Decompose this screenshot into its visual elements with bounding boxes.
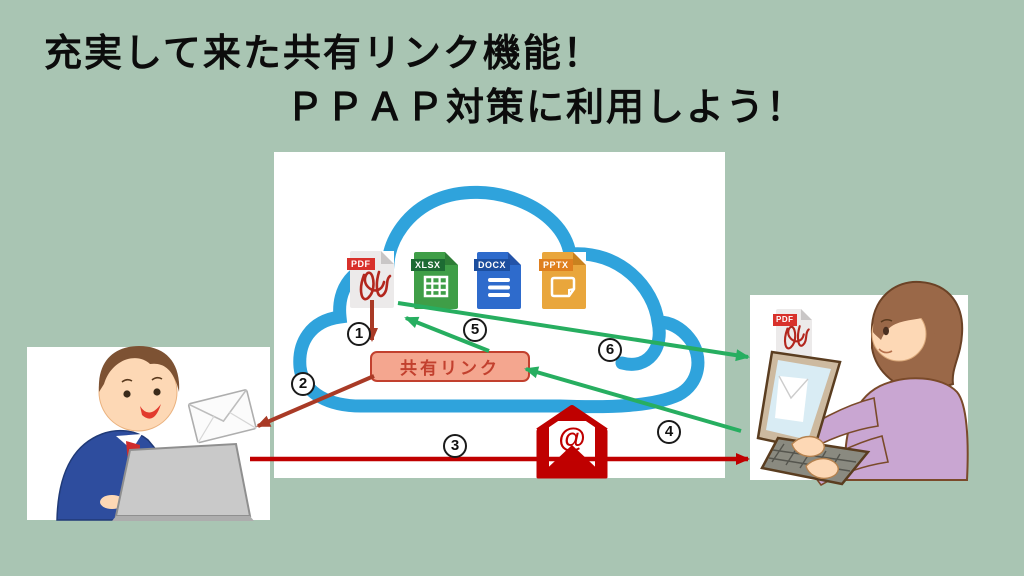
pdf-fold-corner (381, 251, 394, 264)
sender-eyebrows (121, 376, 163, 383)
xlsx-fold-corner (445, 252, 458, 265)
docx-file-icon: DOCX (474, 252, 521, 309)
cloud-storage-panel (274, 152, 725, 478)
pptx-file-icon: PPTX (539, 252, 586, 309)
docx-fold-corner (508, 252, 521, 265)
pptx-fold-corner (573, 252, 586, 265)
title-line-2: ＰＰＡＰ対策に利用しよう！ (286, 87, 807, 129)
arrow-step4-click-link (524, 366, 742, 433)
step-badge-1: 1 (347, 322, 371, 346)
pptx-label: PPTX (539, 259, 573, 271)
email-at-symbol: @ (558, 422, 585, 453)
pptx-slide-glyph (550, 276, 576, 298)
xlsx-label: XLSX (411, 259, 445, 271)
sender-envelope-icon (187, 389, 257, 444)
sender-illustration (56, 346, 254, 521)
recipient-screen-mail-flap (778, 375, 809, 400)
docx-label: DOCX (474, 259, 511, 271)
share-link-label: 共有リンク (400, 359, 500, 378)
pdf-file-icon: PDF (347, 251, 394, 308)
step-badge-3: 3 (443, 434, 467, 458)
sender-mouth (140, 404, 161, 419)
recipient-smile (878, 348, 893, 354)
xlsx-table-glyph (423, 275, 449, 298)
received-pdf-fold-corner (801, 309, 812, 320)
sender-eye-right (153, 388, 161, 396)
title-line-1: 充実して来た共有リンク機能！ (44, 33, 603, 75)
recipient-hand-upper (791, 435, 825, 458)
sender-eye-left (123, 390, 131, 398)
received-pdf-label: PDF (773, 314, 797, 326)
docx-lines-glyph (488, 278, 510, 297)
email-at-icon: @ (536, 405, 608, 479)
received-pdf-file-icon: PDF (773, 309, 812, 357)
step-badge-4: 4 (657, 420, 681, 444)
recipient-eyebrow (880, 318, 893, 323)
sender-laptop (114, 442, 252, 517)
cloud-outline (293, 185, 705, 414)
arrow-step6-download-file (397, 301, 750, 362)
sender-laptop-base (112, 516, 254, 521)
sender-hair (98, 346, 180, 392)
recipient-eye (883, 326, 889, 336)
step-badge-2: 2 (291, 372, 315, 396)
xlsx-file-icon: XLSX (411, 252, 458, 309)
recipient-screen-mail (775, 376, 808, 422)
received-pdf-scribble (783, 325, 810, 350)
step-badge-6: 6 (598, 338, 622, 362)
arrow-step5-link-to-file (404, 316, 490, 353)
recipient-hand-lower (805, 457, 839, 480)
share-link-box: 共有リンク (370, 351, 530, 382)
pdf-label: PDF (347, 258, 375, 270)
arrow-step2-link-to-mail (256, 374, 375, 428)
pdf-signature-scribble (359, 270, 392, 301)
recipient-illustration (756, 280, 969, 487)
step-badge-5: 5 (463, 318, 487, 342)
recipient-hair-front (873, 286, 959, 382)
